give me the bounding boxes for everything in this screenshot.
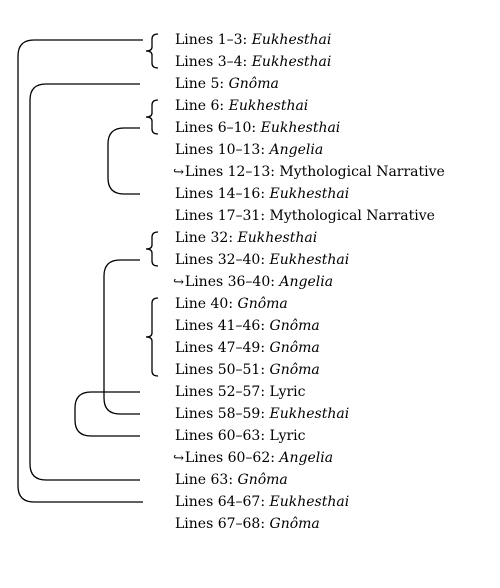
genre-type: Lyric — [269, 428, 306, 444]
line-range-label: Lines 14–16: — [175, 186, 270, 202]
genre-type: Eukhesthai — [251, 54, 332, 70]
line-range-label: Lines 50–51: — [175, 362, 270, 378]
line-entry: Line 32: Eukhesthai — [175, 227, 317, 249]
line-entry: Line 5: Gnôma — [175, 73, 279, 95]
genre-type: Eukhesthai — [269, 252, 350, 268]
line-range-label: Line 63: — [175, 472, 238, 488]
line-range-label: Lines 1–3: — [175, 32, 252, 48]
genre-type: Mythological Narrative — [269, 208, 435, 224]
line-range-label: Lines 60–63: — [175, 428, 270, 444]
line-entry: Lines 17–31: Mythological Narrative — [175, 205, 435, 227]
line-entry: Lines 60–63: Lyric — [175, 425, 306, 447]
genre-type: Gnôma — [269, 318, 320, 334]
line-entry: Line 63: Gnôma — [175, 469, 288, 491]
line-entry: Lines 6–10: Eukhesthai — [175, 117, 340, 139]
line-range-label: Lines 60–62: — [184, 450, 280, 466]
line-entry: Lines 50–51: Gnôma — [175, 359, 320, 381]
genre-type: Eukhesthai — [237, 230, 318, 246]
genre-type: Gnôma — [269, 340, 320, 356]
genre-type: Angelia — [279, 274, 334, 290]
line-entry: Lines 32–40: Eukhesthai — [175, 249, 349, 271]
ring-link-connector — [107, 127, 140, 195]
line-entry: Lines 64–67: Eukhesthai — [175, 491, 349, 513]
grouping-brace — [145, 33, 159, 69]
line-entry: Lines 67–68: Gnôma — [175, 513, 320, 535]
ring-link-connector — [103, 259, 140, 415]
genre-type: Lyric — [269, 384, 306, 400]
genre-type: Angelia — [279, 450, 334, 466]
line-entry: ↪Lines 12–13: Mythological Narrative — [173, 161, 445, 183]
line-range-label: Line 5: — [175, 76, 229, 92]
genre-type: Gnôma — [237, 472, 288, 488]
line-range-label: Lines 36–40: — [184, 274, 280, 290]
genre-type: Eukhesthai — [260, 120, 341, 136]
genre-type: Mythological Narrative — [279, 164, 445, 180]
line-entry: Line 40: Gnôma — [175, 293, 288, 315]
line-range-label: Line 6: — [175, 98, 229, 114]
line-entry: Lines 1–3: Eukhesthai — [175, 29, 331, 51]
line-entry: Lines 52–57: Lyric — [175, 381, 306, 403]
line-range-label: Lines 47–49: — [175, 340, 270, 356]
sub-section-arrow-icon: ↪ — [173, 275, 184, 290]
line-entry: Lines 41–46: Gnôma — [175, 315, 320, 337]
line-range-label: Lines 52–57: — [175, 384, 270, 400]
genre-type: Gnôma — [269, 362, 320, 378]
line-entry: ↪Lines 60–62: Angelia — [173, 447, 333, 469]
line-entry: Line 6: Eukhesthai — [175, 95, 308, 117]
genre-type: Gnôma — [237, 296, 288, 312]
grouping-brace — [145, 297, 159, 377]
line-range-label: Lines 64–67: — [175, 494, 270, 510]
genre-type: Eukhesthai — [269, 406, 350, 422]
line-entry: Lines 10–13: Angelia — [175, 139, 323, 161]
line-entry: ↪Lines 36–40: Angelia — [173, 271, 333, 293]
line-range-label: Lines 12–13: — [184, 164, 280, 180]
genre-type: Eukhesthai — [228, 98, 309, 114]
line-entry: Lines 3–4: Eukhesthai — [175, 51, 331, 73]
genre-type: Gnôma — [228, 76, 279, 92]
line-range-label: Lines 67–68: — [175, 516, 270, 532]
genre-type: Eukhesthai — [251, 32, 332, 48]
grouping-brace — [145, 99, 159, 135]
sub-section-arrow-icon: ↪ — [173, 451, 184, 466]
line-range-label: Lines 58–59: — [175, 406, 270, 422]
ring-link-connector — [29, 83, 140, 481]
sub-section-arrow-icon: ↪ — [173, 165, 184, 180]
line-range-label: Lines 41–46: — [175, 318, 270, 334]
ring-link-connector — [17, 39, 143, 503]
line-range-label: Line 32: — [175, 230, 238, 246]
line-entry: Lines 58–59: Eukhesthai — [175, 403, 349, 425]
ring-link-connector — [74, 391, 140, 437]
line-range-label: Lines 10–13: — [175, 142, 270, 158]
line-range-label: Lines 32–40: — [175, 252, 270, 268]
line-range-label: Lines 3–4: — [175, 54, 252, 70]
genre-type: Eukhesthai — [269, 186, 350, 202]
line-range-label: Lines 6–10: — [175, 120, 261, 136]
line-range-label: Lines 17–31: — [175, 208, 270, 224]
genre-type: Eukhesthai — [269, 494, 350, 510]
genre-type: Angelia — [269, 142, 324, 158]
grouping-brace — [145, 231, 159, 267]
line-range-label: Line 40: — [175, 296, 238, 312]
line-entry: Lines 14–16: Eukhesthai — [175, 183, 349, 205]
line-entry: Lines 47–49: Gnôma — [175, 337, 320, 359]
genre-type: Gnôma — [269, 516, 320, 532]
